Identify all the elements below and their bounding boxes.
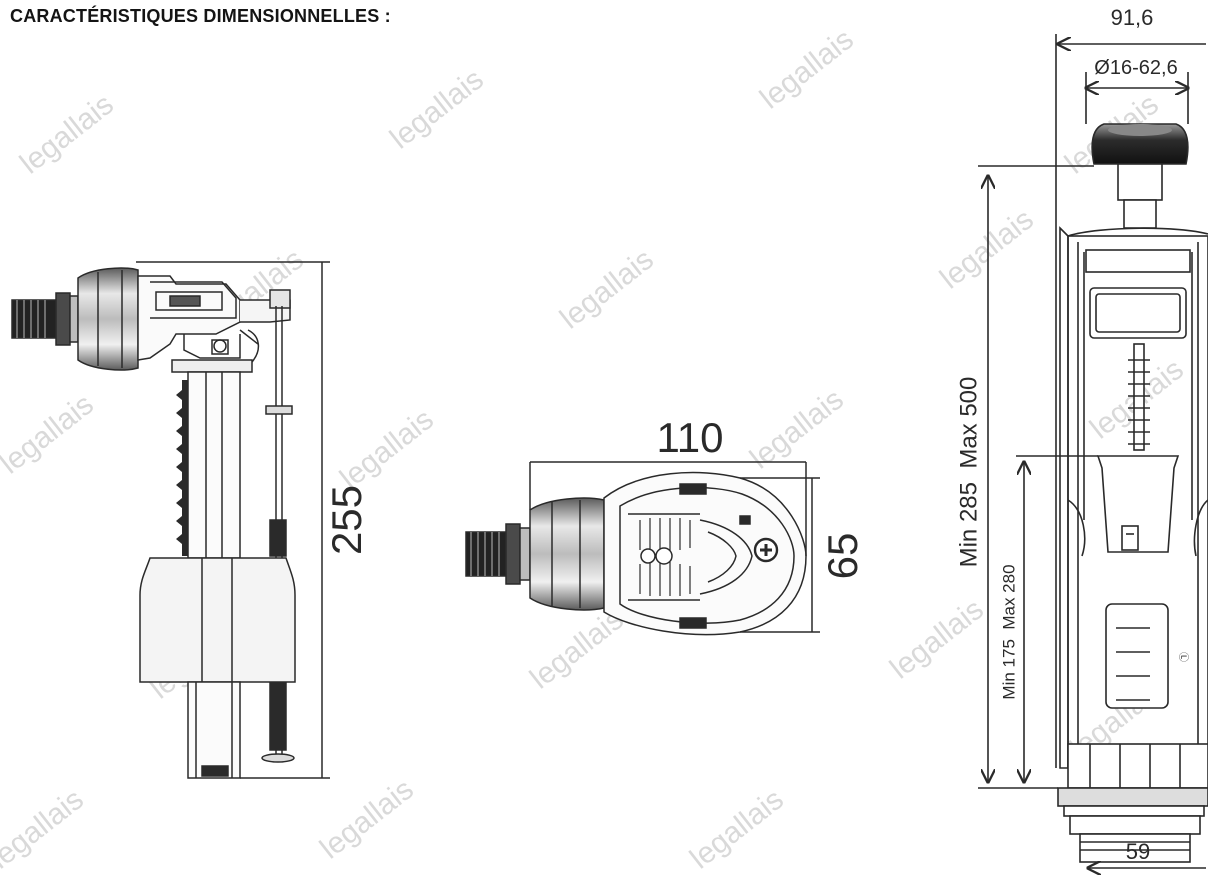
top-valve-head: [603, 471, 807, 636]
watermark-text: legallais: [0, 388, 100, 481]
overall-width-label: 91,6: [1111, 5, 1154, 30]
base-width-label: 59: [1126, 839, 1150, 864]
float-body: [139, 557, 296, 683]
height-dimension: [136, 261, 330, 779]
svg-text:Ⓛ: Ⓛ: [1177, 652, 1189, 662]
top-inlet-nut: [529, 497, 605, 611]
valve-base: [1057, 743, 1208, 863]
top-threaded-inlet: [465, 523, 531, 585]
lower-body: [187, 681, 241, 779]
watermark-text: legallais: [384, 63, 490, 156]
top-dimensions: [529, 461, 820, 633]
watermark-text: legallais: [884, 593, 990, 686]
watermark-text: legallais: [314, 773, 420, 866]
valve-head: [137, 275, 291, 363]
float-rod: [261, 306, 295, 763]
threaded-inlet: [11, 292, 79, 346]
watermark-text: legallais: [554, 243, 660, 336]
fill-valve-top-view: [465, 461, 820, 636]
watermark-text: legallais: [0, 783, 90, 876]
watermark-text: legallais: [684, 783, 790, 876]
valve-cage: [1059, 226, 1208, 769]
push-button-cap: [1091, 123, 1189, 165]
inlet-nut: [77, 267, 139, 371]
diameter-range-label: Ø16-62,6: [1094, 57, 1177, 79]
head-collar: [171, 359, 253, 373]
watermark-text: legallais: [934, 203, 1040, 296]
flush-valve-view: Ⓛ: [978, 34, 1208, 868]
watermark-text: legallais: [334, 403, 440, 496]
top-length-label: 110: [657, 414, 724, 461]
inner-height-range-label: Min 175 Max 280: [999, 564, 1018, 699]
fill-valve-side-view: [11, 261, 330, 779]
float-cup: [1096, 455, 1180, 553]
valve-dimensions: [978, 34, 1206, 868]
adjustment-window: Ⓛ: [1105, 603, 1189, 709]
page-title: CARACTÉRISTIQUES DIMENSIONNELLES :: [10, 6, 391, 26]
side-height-label: 255: [323, 485, 370, 555]
outer-height-range-label: Min 285 Max 500: [955, 377, 982, 568]
centre-rod: [1128, 343, 1150, 451]
watermark-text: legallais: [14, 88, 120, 181]
height-ratchet: [176, 380, 188, 556]
watermark-text: legallais: [754, 23, 860, 116]
valve-stem: [1117, 163, 1163, 229]
top-width-label: 65: [819, 533, 866, 580]
